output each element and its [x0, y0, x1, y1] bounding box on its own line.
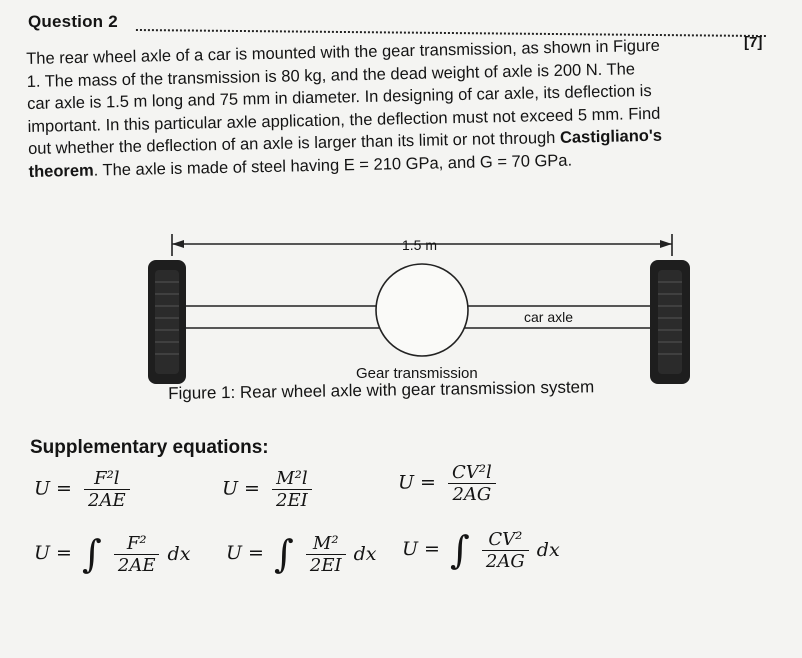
castigliano-bold: Castigliano's: [559, 126, 663, 147]
theorem-bold: theorem: [28, 161, 94, 181]
arrow-left: [172, 240, 184, 248]
equation-lhs: U =: [34, 542, 72, 564]
integral-sign: ∫: [274, 532, 294, 576]
denominator: 2EI: [309, 554, 342, 576]
differential: dx: [167, 543, 191, 565]
question-marks: [7]: [744, 34, 763, 51]
numerator: M²l: [272, 468, 312, 490]
equation-lhs: U =: [222, 477, 260, 500]
paragraph-line-6-text: . The axle is made of steel having: [93, 155, 344, 180]
denominator: 2EI: [276, 490, 308, 511]
gear-transmission: [375, 263, 469, 357]
equation-lhs: U =: [34, 477, 72, 500]
integral-sign: ∫: [450, 528, 470, 572]
differential: dx: [353, 543, 377, 565]
numerator: F²: [113, 533, 160, 555]
gear-transmission-label: Gear transmission: [356, 365, 478, 382]
numerator: CV²l: [448, 462, 496, 484]
right-wheel: [650, 260, 690, 384]
denominator: 2AE: [88, 490, 126, 511]
car-axle-label: car axle: [524, 309, 573, 325]
material-constants: E = 210 GPa, and G = 70 GPa.: [343, 151, 573, 174]
question-paragraph: The rear wheel axle of a car is mounted …: [26, 32, 802, 183]
numerator: CV²: [481, 529, 529, 551]
differential: dx: [536, 539, 560, 561]
axle-figure: 1.5 m car axle Gear transmission: [148, 234, 690, 384]
denominator: 2AE: [117, 554, 156, 576]
supplementary-heading: Supplementary equations:: [30, 437, 269, 458]
denominator: 2AG: [485, 550, 525, 572]
question-title: Question 2: [28, 12, 118, 31]
length-label: 1.5 m: [402, 237, 437, 253]
equation-lhs: U =: [402, 538, 440, 560]
numerator: F²l: [84, 468, 130, 490]
left-wheel: [148, 260, 186, 384]
denominator: 2AG: [452, 484, 492, 505]
arrow-right: [660, 240, 672, 248]
numerator: M²: [305, 533, 346, 555]
equation-lhs: U =: [398, 471, 436, 494]
equation-lhs: U =: [226, 542, 264, 564]
integral-sign: ∫: [82, 532, 102, 576]
